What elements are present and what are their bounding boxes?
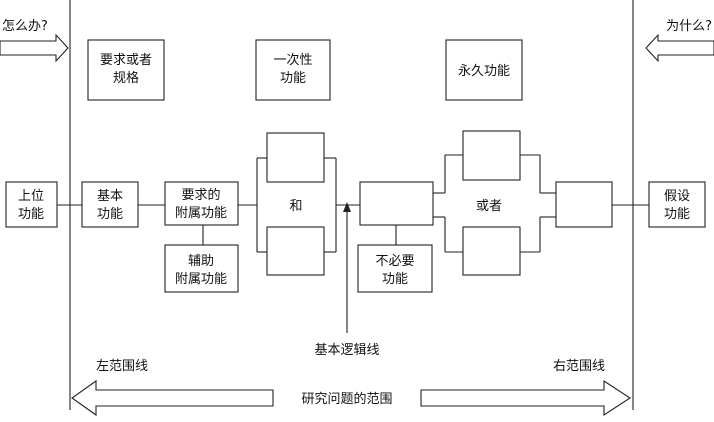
- scope-arrow-right: [420, 379, 632, 417]
- required-secondary-label-2: 附属功能: [175, 206, 227, 221]
- left-scope-line-label: 左范围线: [96, 359, 148, 374]
- spec-label-2: 规格: [113, 70, 139, 86]
- higher-function-box: [5, 181, 58, 228]
- and-top-box: [266, 132, 325, 183]
- basic-function-box: [81, 181, 139, 228]
- auxiliary-label-2: 附属功能: [175, 272, 227, 287]
- spec-label-1: 要求或者: [100, 53, 152, 68]
- how-arrow: [0, 33, 69, 63]
- assumed-function-box: [648, 181, 706, 228]
- unnecessary-label-2: 功能: [382, 272, 408, 287]
- permanent-label: 永久功能: [458, 64, 510, 79]
- auxiliary-secondary-box: [164, 244, 239, 293]
- or-top-box: [462, 130, 521, 181]
- middle-function-box: [359, 181, 434, 226]
- one-time-label-1: 一次性: [273, 52, 312, 68]
- assumed-label-1: 假设: [664, 189, 690, 204]
- one-time-label-2: 功能: [280, 71, 306, 86]
- required-secondary-label-1: 要求的: [181, 187, 220, 203]
- why-question: 为什么?: [666, 19, 712, 34]
- required-secondary-box: [164, 181, 239, 226]
- why-arrow: [645, 33, 714, 63]
- basic-label-2: 功能: [97, 207, 123, 222]
- or-output-box: [555, 181, 613, 228]
- right-scope-line-label: 右范围线: [553, 359, 605, 374]
- and-bottom-box: [266, 226, 325, 276]
- or-bottom-box: [462, 226, 521, 276]
- unnecessary-label-1: 不必要: [375, 254, 414, 269]
- spec-box: [87, 39, 165, 101]
- assumed-label-2: 功能: [664, 207, 690, 222]
- auxiliary-label-1: 辅助: [188, 254, 214, 269]
- scope-label: 研究问题的范围: [301, 391, 392, 407]
- unnecessary-function-box: [357, 244, 433, 293]
- higher-label-2: 功能: [18, 207, 44, 222]
- basic-logic-line-label: 基本逻辑线: [314, 343, 379, 358]
- basic-logic-arrowhead: [343, 202, 351, 212]
- or-label: 或者: [476, 199, 502, 214]
- permanent-function-box: [445, 39, 523, 101]
- higher-label-1: 上位: [18, 189, 44, 204]
- scope-arrow-left: [71, 379, 274, 417]
- basic-label-1: 基本: [97, 189, 123, 204]
- how-question: 怎么办?: [2, 19, 48, 34]
- and-label: 和: [289, 199, 302, 214]
- one-time-function-box: [255, 39, 331, 101]
